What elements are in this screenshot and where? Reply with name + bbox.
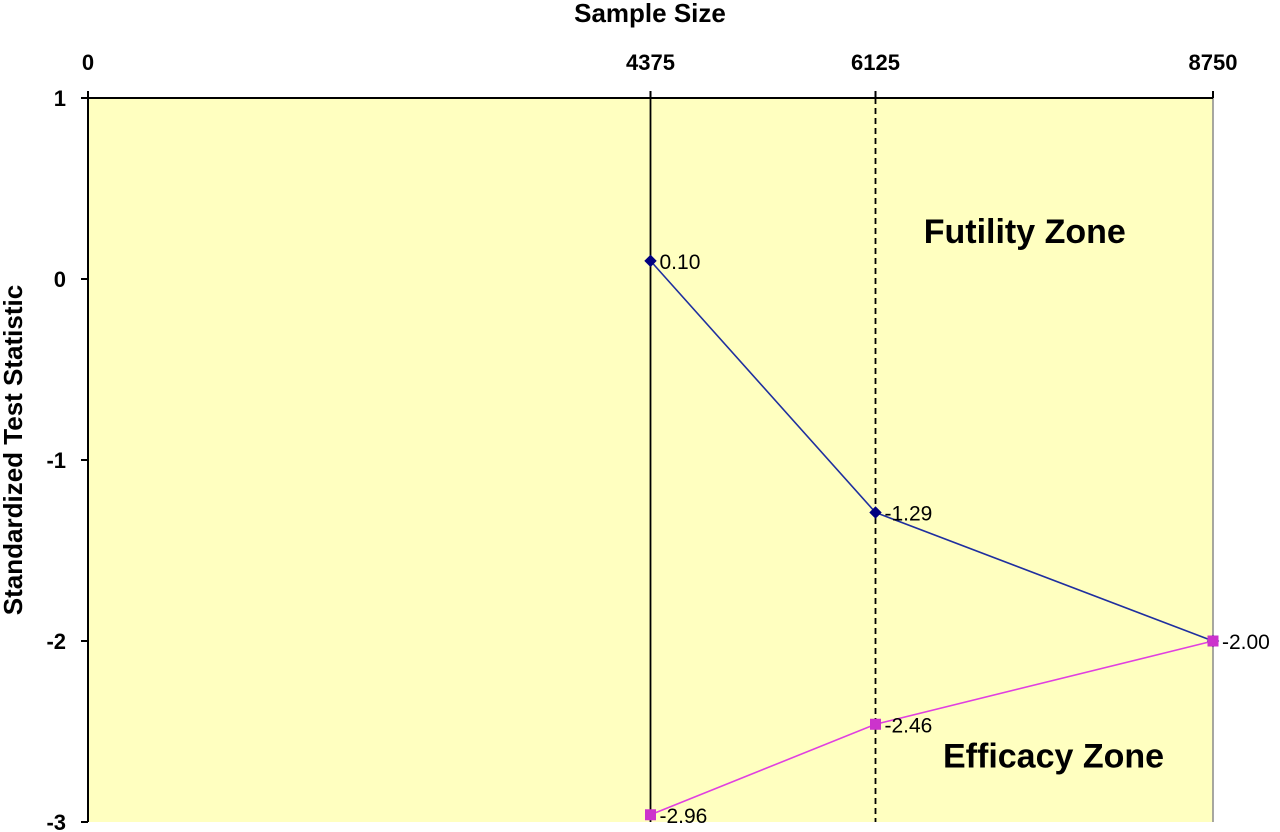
zone-annotation: Futility Zone [924, 213, 1126, 251]
zone-annotation: Efficacy Zone [943, 738, 1164, 776]
data-label: -2.96 [660, 805, 708, 828]
y-tick-label: 0 [54, 267, 66, 292]
data-point [645, 809, 656, 821]
data-point [870, 718, 881, 730]
data-label: -1.29 [885, 502, 933, 525]
x-tick-label: 4375 [626, 50, 675, 75]
y-tick-label: -1 [46, 448, 66, 473]
x-axis-title: Sample Size [574, 0, 726, 28]
y-axis-title: Standardized Test Statistic [0, 285, 28, 615]
data-point [869, 506, 882, 519]
data-label: -2.00 [1222, 631, 1270, 654]
y-tick-label: -3 [46, 810, 66, 832]
data-point [644, 254, 657, 268]
x-tick-label: 8750 [1189, 50, 1238, 75]
x-tick-label: 0 [82, 50, 94, 75]
data-label: -2.46 [885, 714, 933, 737]
data-point [1207, 635, 1219, 647]
data-label: 0.10 [660, 251, 701, 274]
y-tick-label: -2 [46, 629, 66, 654]
y-tick-label: 1 [54, 86, 66, 111]
x-tick-label: 6125 [851, 50, 900, 75]
